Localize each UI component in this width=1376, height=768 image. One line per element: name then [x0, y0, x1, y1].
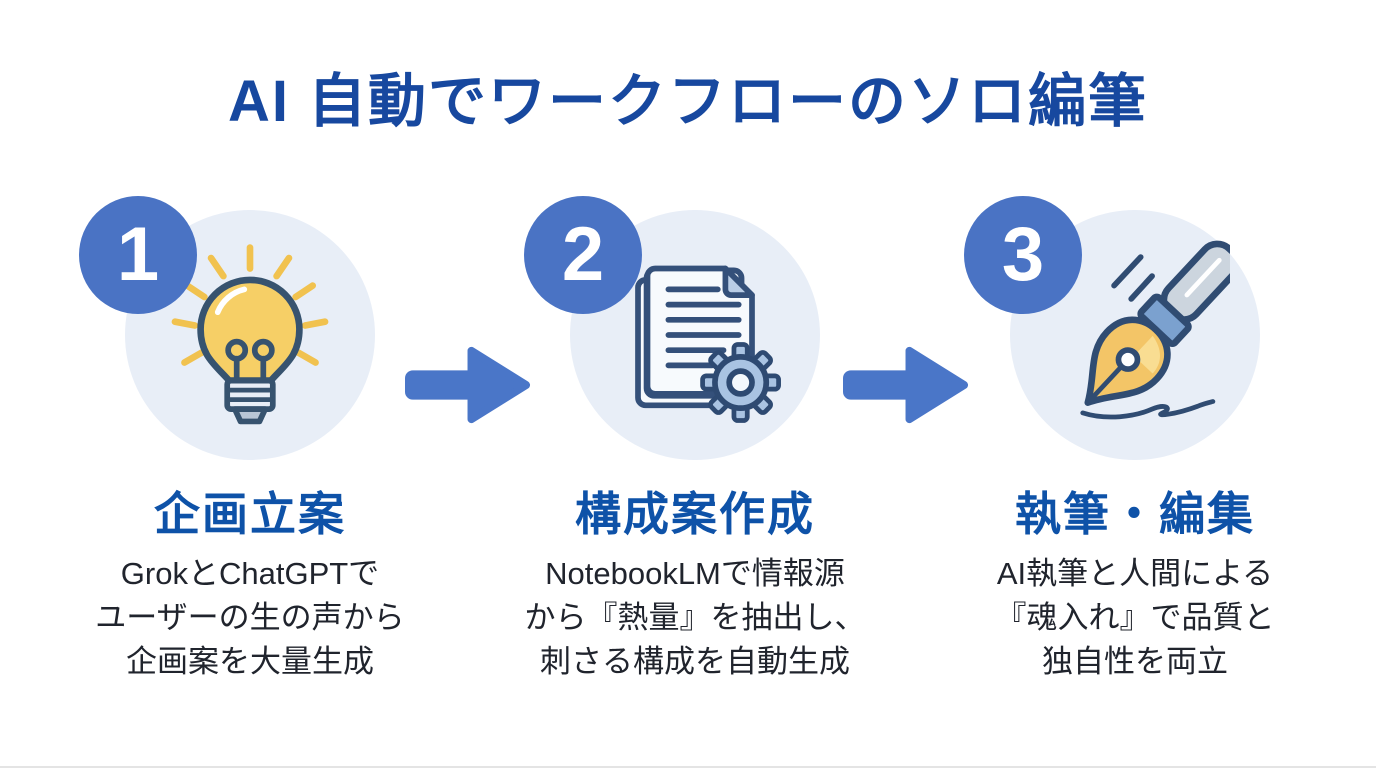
lightbulb-icon [171, 244, 329, 425]
step-1-number: 1 [116, 212, 160, 297]
fountain-pen-icon [1080, 240, 1230, 420]
step-3-number: 3 [1001, 212, 1045, 297]
step-3-icon-area: 3 [950, 190, 1320, 472]
step-1-description: GrokとChatGPTで ユーザーの生の声から 企画案を大量生成 [65, 552, 435, 684]
arrow-right-icon [405, 346, 531, 424]
step-1-heading: 企画立案 [154, 488, 346, 540]
step-2-icon-area: 2 [510, 190, 880, 472]
bottom-edge-line [0, 766, 1376, 768]
step-3-number-badge: 3 [964, 196, 1082, 314]
arrow-right-icon [843, 346, 969, 424]
desc-line: 『魂入れ』で品質と [995, 600, 1275, 635]
step-2-heading: 構成案作成 [575, 488, 815, 540]
step-3: 3 執筆・編集 AI執筆と人間による 『魂入れ』で品質と 独自性を両立 [950, 190, 1320, 684]
documents-gear-icon [635, 265, 781, 423]
desc-line: 刺さる構成を自動生成 [540, 644, 850, 679]
step-2-number-badge: 2 [524, 196, 642, 314]
step-2-description: NotebookLMで情報源 から『熱量』を抽出し、 刺さる構成を自動生成 [510, 552, 880, 684]
desc-line: ユーザーの生の声から [95, 600, 405, 635]
step-1-number-badge: 1 [79, 196, 197, 314]
ink-squiggle [1080, 399, 1216, 420]
step-2-number: 2 [561, 212, 605, 297]
step-3-description: AI執筆と人間による 『魂入れ』で品質と 独自性を両立 [950, 552, 1320, 684]
gear-icon [700, 342, 781, 423]
step-1-icon-area: 1 [65, 190, 435, 472]
desc-line: GrokとChatGPTで [120, 556, 380, 591]
desc-line: 企画案を大量生成 [126, 644, 374, 679]
desc-line: NotebookLMで情報源 [545, 556, 845, 591]
desc-line: AI執筆と人間による [996, 556, 1274, 591]
step-1: 1 企画立案 GrokとChatGPTで ユーザーの生の声から 企画案を大量生成 [65, 190, 435, 684]
desc-line: から『熱量』を抽出し、 [524, 600, 866, 635]
page-title: AI 自動でワークフローのソロ編筆 [227, 69, 1149, 134]
desc-line: 独自性を両立 [1042, 644, 1228, 679]
step-2: 2 構成案作成 NotebookLMで情報源 から『熱量』を抽出し、 刺さる構成… [510, 190, 880, 684]
step-3-heading: 執筆・編集 [1015, 488, 1255, 540]
